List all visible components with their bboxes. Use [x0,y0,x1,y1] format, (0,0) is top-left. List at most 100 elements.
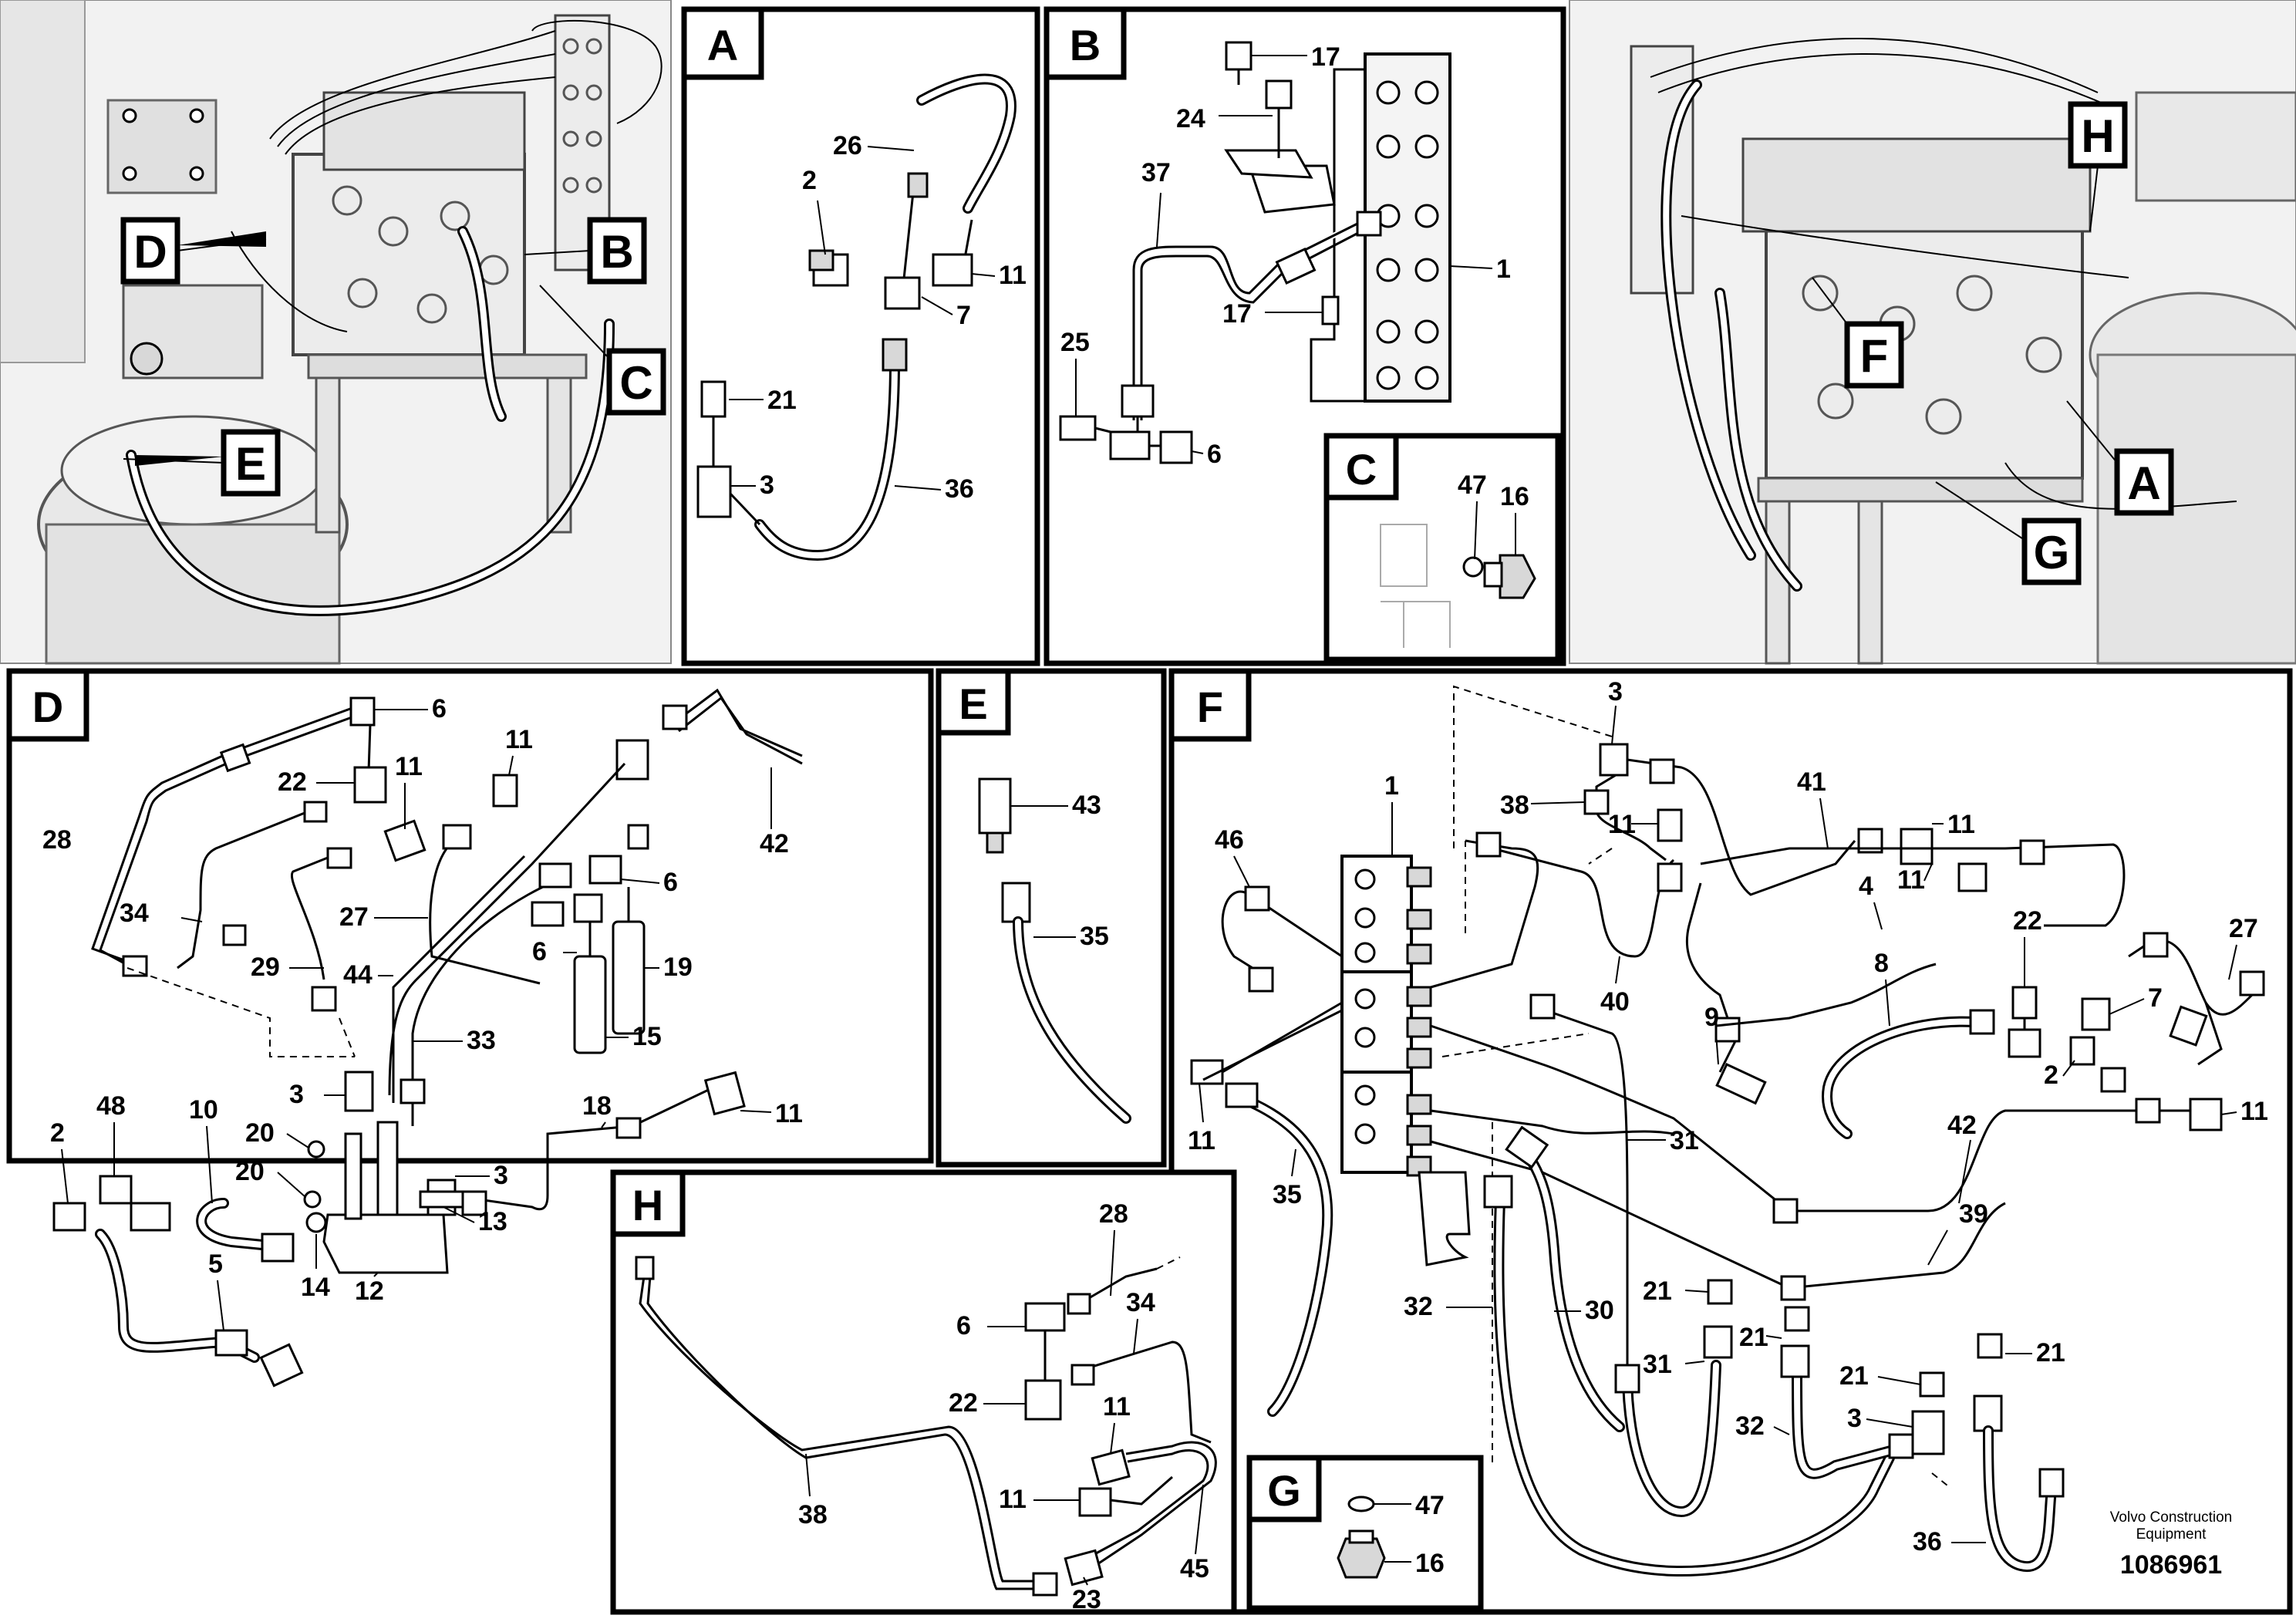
part-label-l32b: 32 [1735,1411,1765,1441]
part-label-l29: 29 [251,953,280,982]
part-label-l8: 8 [1874,949,1889,978]
part-label-l15: 15 [632,1022,662,1051]
part-label-l21c: 21 [1839,1361,1869,1391]
part-label-l25: 25 [1060,328,1090,357]
part-label-l31b: 31 [1643,1350,1672,1379]
part-label-l16: 16 [1500,482,1529,511]
part-label-l47: 47 [1415,1491,1445,1520]
part-label-l6a: 6 [432,694,447,723]
part-label-l27: 27 [2229,914,2258,943]
part-label-l26: 26 [833,131,862,160]
overview-right: H F A G [1569,0,2296,665]
part-label-l11b: 11 [505,725,533,754]
part-label-l34: 34 [120,899,149,928]
part-label-l4: 4 [1859,872,1873,901]
part-label-l47: 47 [1458,470,1487,500]
part-label-l2: 2 [2044,1061,2058,1090]
part-label-l6: 6 [1207,440,1222,469]
part-label-l14: 14 [301,1273,330,1302]
part-label-l6: 6 [956,1311,971,1340]
part-label-l33: 33 [467,1026,496,1055]
part-label-l11: 11 [999,261,1027,290]
part-label-l43: 43 [1072,791,1101,820]
part-label-l36: 36 [1913,1527,1942,1556]
part-label-l3a: 3 [289,1080,304,1109]
callout-A: A [2066,400,2174,516]
part-label-2: C [619,357,652,409]
part-label-letter: F [1197,683,1223,731]
part-label-l11c: 11 [775,1099,803,1128]
part-label-letter: G [1267,1466,1301,1515]
part-label-l40: 40 [1600,987,1630,1017]
part-label-3: G [2034,527,2070,578]
part-label-letter: H [632,1181,663,1229]
part-label-l7: 7 [2148,983,2163,1013]
panel-G: G 47 16 [1246,1455,1484,1611]
brand-line-1: Volvo Construction [2110,1509,2232,1526]
part-label-l11b: 11 [999,1485,1027,1514]
part-label-l3b: 3 [494,1161,508,1190]
part-label-l16: 16 [1415,1549,1445,1578]
part-label-0: D [133,226,167,278]
part-label-l28: 28 [1099,1199,1128,1229]
part-label-l11d: 11 [2240,1097,2268,1126]
overview-left: D B C E [0,0,672,665]
part-label-l12: 12 [355,1276,384,1306]
part-label-l24: 24 [1176,104,1205,133]
part-label-1: F [1860,330,1889,382]
part-label-l21d: 21 [2036,1338,2065,1367]
part-label-l2: 2 [802,166,817,195]
part-label-l5: 5 [208,1249,223,1279]
part-label-l18: 18 [582,1091,612,1121]
part-label-l3b: 3 [1847,1404,1862,1433]
part-label-l30: 30 [1585,1296,1614,1325]
part-label-l11c: 11 [1897,865,1925,895]
panel-A: A 26 2 11 7 21 3 36 [681,6,1040,666]
part-label-l34: 34 [1126,1288,1155,1317]
callout-G: G [1935,481,2082,585]
part-label-l11e: 11 [1188,1126,1215,1155]
part-label-l2: 2 [50,1118,65,1148]
callout-C: C [539,285,666,416]
part-label-l21b: 21 [1739,1323,1768,1352]
part-label-l23: 23 [1072,1585,1101,1614]
part-label-letter: A [707,21,738,69]
part-label-l46: 46 [1215,825,1244,855]
part-label-l21: 21 [767,386,797,415]
part-label-l22: 22 [278,767,307,797]
part-label-l13: 13 [478,1207,507,1236]
part-label-l21a: 21 [1643,1276,1672,1306]
callout-H: H [2068,101,2128,232]
part-label-l42: 42 [1947,1111,1977,1140]
part-label-l9: 9 [1704,1003,1719,1032]
part-label-letter: C [1346,445,1377,494]
part-label-l37: 37 [1141,158,1171,187]
part-label-3: E [235,438,266,490]
part-label-l1: 1 [1496,255,1511,284]
part-label-l22: 22 [2013,906,2042,936]
part-label-l20b: 20 [235,1157,265,1186]
part-label-l11b: 11 [1947,810,1975,839]
part-label-l1: 1 [1384,771,1399,801]
part-label-l44: 44 [343,960,373,990]
part-label-l42: 42 [760,829,789,858]
panel-H: H 28 6 34 22 11 11 38 [610,1169,1237,1615]
callout-B: B [524,217,647,285]
part-label-2: A [2127,457,2160,509]
part-label-l3a: 3 [1608,677,1623,706]
panel-C: C 47 16 [1323,433,1561,663]
part-label-letter: E [959,679,987,728]
brand-line-2: Equipment [2136,1526,2207,1543]
callout-E: E [123,429,281,497]
doc-number: 1086961 [2120,1550,2222,1580]
part-label-l45: 45 [1180,1554,1209,1583]
part-label-letter: D [32,683,63,731]
part-label-l10: 10 [189,1095,218,1125]
part-label-l22: 22 [949,1388,978,1418]
part-label-l6c: 6 [532,937,547,966]
part-label-l11a: 11 [1608,810,1636,839]
callout-F: F [1812,277,1904,389]
part-label-l32a: 32 [1404,1292,1433,1321]
part-label-l19: 19 [663,953,693,982]
part-label-l36: 36 [945,474,974,504]
